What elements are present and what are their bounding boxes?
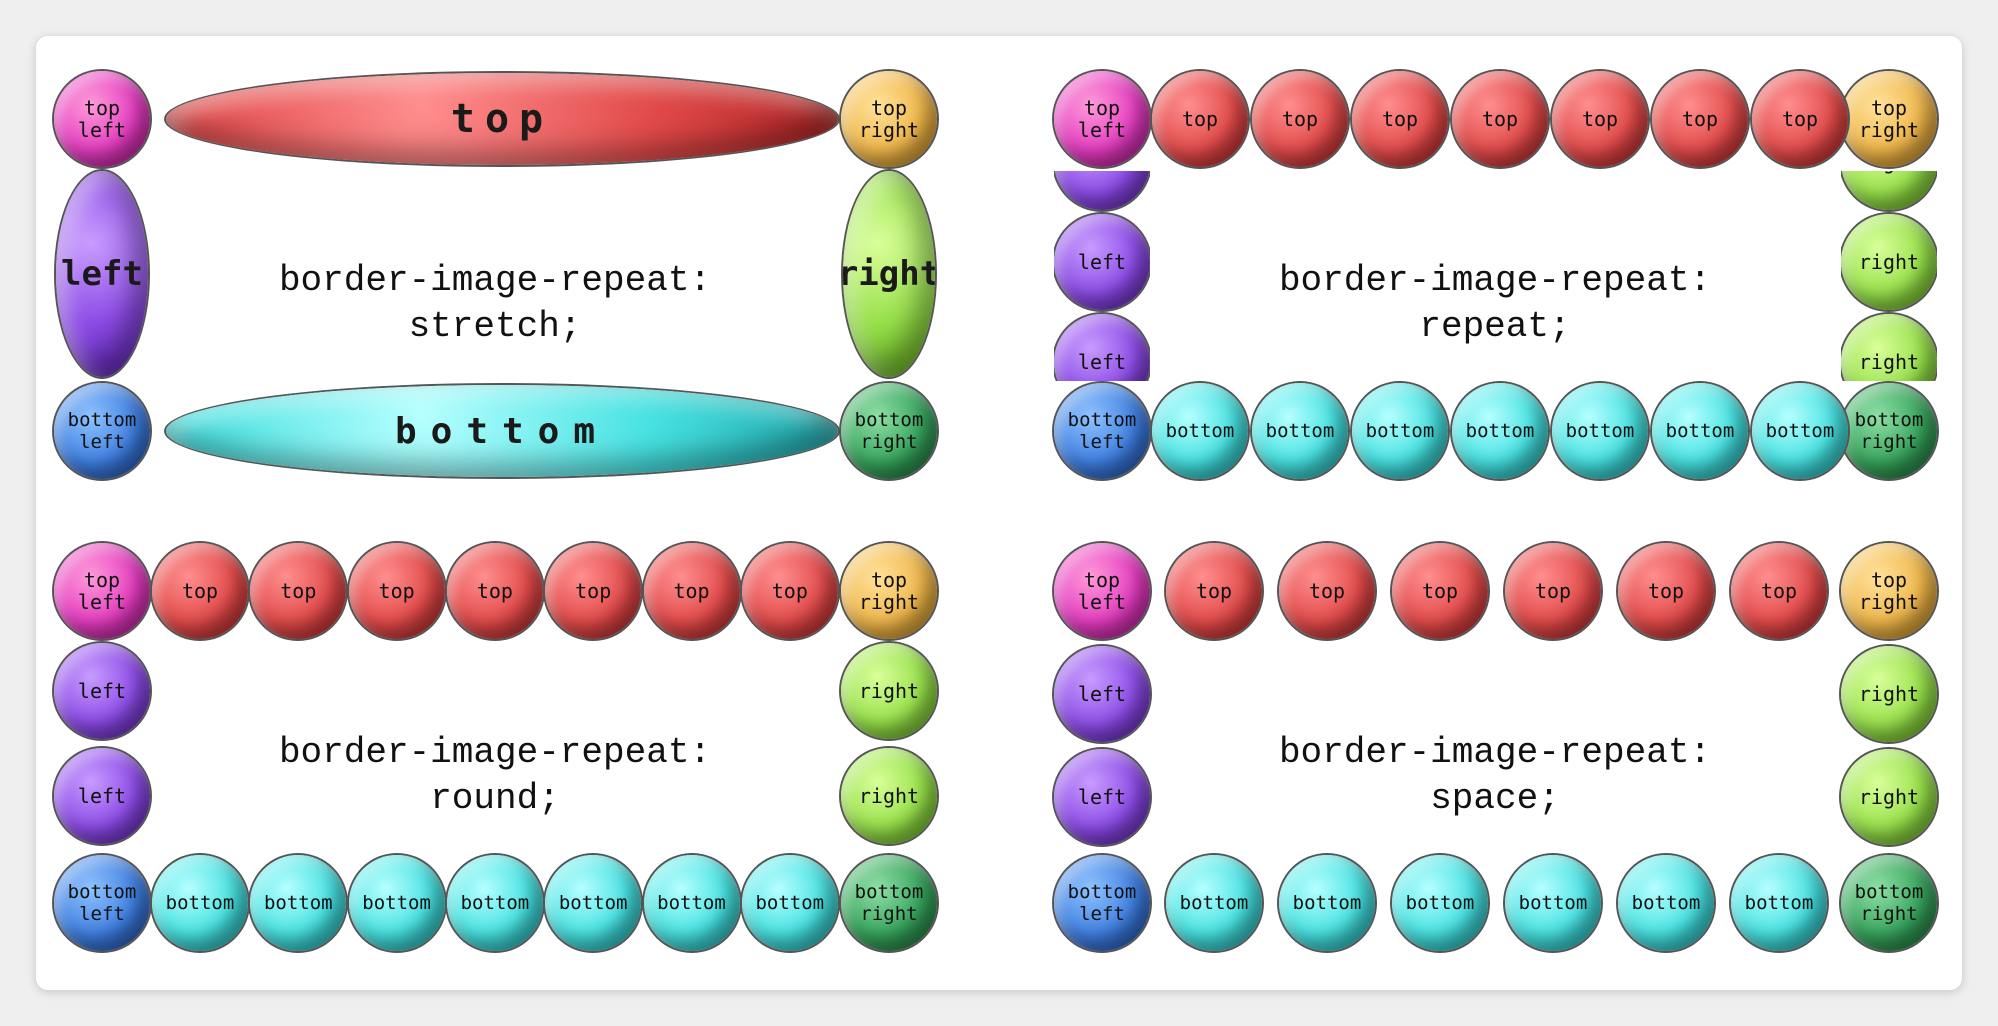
space-bottom-tile: bottom xyxy=(1279,855,1375,951)
repeat-bottom-right-corner: bottom right xyxy=(1841,383,1937,479)
repeat-left-tile: left xyxy=(1054,314,1150,381)
round-top-tile: top xyxy=(250,543,347,639)
space-top-tile: top xyxy=(1279,543,1375,639)
repeat-top-tile: top xyxy=(1152,71,1248,167)
repeat-left-tile: left xyxy=(1054,214,1150,310)
space-bottom-right-corner: bottom right xyxy=(1841,855,1937,951)
space-bottom-tile: bottom xyxy=(1392,855,1488,951)
space-top-tile: top xyxy=(1166,543,1262,639)
space-left-tile: left xyxy=(1054,646,1150,742)
repeat-right-tile: right xyxy=(1841,314,1937,381)
round-top-right-corner: top right xyxy=(841,543,937,639)
space-caption: border-image-repeat: space; xyxy=(1278,732,1712,819)
round-left-tile: left xyxy=(54,643,150,739)
repeat-top-tile: top xyxy=(1752,71,1848,167)
round-bottom-tile: bottom xyxy=(545,855,642,951)
round-right-tile: right xyxy=(841,643,937,739)
space-top-left-corner: top left xyxy=(1054,543,1150,639)
repeat-bottom-tile: bottom xyxy=(1552,383,1648,479)
repeat-left-edge: leftleftleft xyxy=(1054,171,1150,381)
space-right-tile: right xyxy=(1841,646,1937,742)
round-bottom-tile: bottom xyxy=(446,855,543,951)
space-bottom-left-corner: bottom left xyxy=(1054,855,1150,951)
space-bottom-tile: bottom xyxy=(1731,855,1827,951)
round-top-tile: top xyxy=(446,543,543,639)
repeat-right-tile: right xyxy=(1841,214,1937,310)
stretch-top-right-corner: top right xyxy=(841,71,937,167)
round-bottom-left-corner: bottom left xyxy=(54,855,150,951)
space-bottom-tile: bottom xyxy=(1166,855,1262,951)
stretch-bottom-right-corner: bottom right xyxy=(841,383,937,479)
space-top-tile: top xyxy=(1392,543,1488,639)
repeat-top-tile: top xyxy=(1352,71,1448,167)
stretch-top-edge: top xyxy=(166,73,838,165)
repeat-bottom-tile: bottom xyxy=(1352,383,1448,479)
space-bottom-tile: bottom xyxy=(1505,855,1601,951)
round-top-tile: top xyxy=(545,543,642,639)
stretch-bottom-edge: bottom xyxy=(166,385,838,477)
round-bottom-tile: bottom xyxy=(348,855,445,951)
space-top-right-corner: top right xyxy=(1841,543,1937,639)
round-top-tile: top xyxy=(741,543,838,639)
repeat-bottom-tile: bottom xyxy=(1652,383,1748,479)
space-right-tile: right xyxy=(1841,749,1937,845)
round-top-tile: top xyxy=(348,543,445,639)
repeat-top-left-corner: top left xyxy=(1054,71,1150,167)
repeat-bottom-tile: bottom xyxy=(1752,383,1848,479)
space-top-tile: top xyxy=(1505,543,1601,639)
repeat-top-tile: top xyxy=(1552,71,1648,167)
round-top-tile: top xyxy=(643,543,740,639)
round-caption: border-image-repeat: round; xyxy=(278,732,712,819)
repeat-bottom-tile: bottom xyxy=(1452,383,1548,479)
stretch-bottom-left-corner: bottom left xyxy=(54,383,150,479)
round-bottom-tile: bottom xyxy=(643,855,740,951)
repeat-bottom-tile: bottom xyxy=(1252,383,1348,479)
round-right-tile: right xyxy=(841,748,937,844)
repeat-right-tile: right xyxy=(1841,171,1937,210)
repeat-caption: border-image-repeat: repeat; xyxy=(1278,260,1712,347)
round-left-tile: left xyxy=(54,748,150,844)
round-bottom-right-corner: bottom right xyxy=(841,855,937,951)
repeat-bottom-tile: bottom xyxy=(1152,383,1248,479)
round-bottom-tile: bottom xyxy=(152,855,248,951)
space-left-tile: left xyxy=(1054,749,1150,845)
stretch-right-edge: right xyxy=(843,171,935,377)
repeat-bottom-left-corner: bottom left xyxy=(1054,383,1150,479)
stretch-caption: border-image-repeat: stretch; xyxy=(278,260,712,347)
round-bottom-tile: bottom xyxy=(250,855,347,951)
round-bottom-tile: bottom xyxy=(741,855,838,951)
space-top-tile: top xyxy=(1618,543,1714,639)
stretch-left-edge: left xyxy=(56,171,148,377)
round-top-left-corner: top left xyxy=(54,543,150,639)
space-bottom-tile: bottom xyxy=(1618,855,1714,951)
repeat-top-tile: top xyxy=(1452,71,1548,167)
space-top-tile: top xyxy=(1731,543,1827,639)
repeat-top-right-corner: top right xyxy=(1841,71,1937,167)
stretch-top-left-corner: top left xyxy=(54,71,150,167)
repeat-top-tile: top xyxy=(1252,71,1348,167)
repeat-top-tile: top xyxy=(1652,71,1748,167)
repeat-left-tile: left xyxy=(1054,171,1150,210)
repeat-right-edge: rightrightright xyxy=(1841,171,1937,381)
round-top-tile: top xyxy=(152,543,248,639)
